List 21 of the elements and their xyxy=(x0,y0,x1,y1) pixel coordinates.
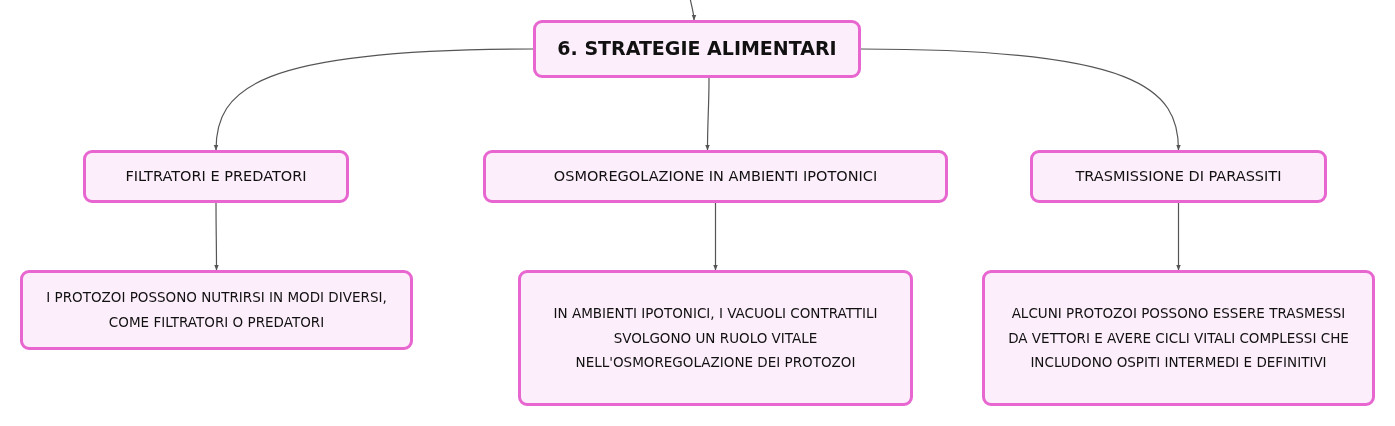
concept-text: FILTRATORI E PREDATORI xyxy=(125,167,307,187)
connector-arrow xyxy=(213,48,534,151)
topic-box xyxy=(533,20,861,78)
concept-box xyxy=(1030,150,1327,203)
concept-text: IN AMBIENTI IPOTONICI, I VACUOLI CONTRATTILI SVOLGONO UN RUOLO VITALE NELL'OSMOREGOLAZIONE DEI PROTOZOI xyxy=(552,303,879,373)
concept-box xyxy=(483,150,948,203)
connector-arrow xyxy=(689,0,697,21)
connector-arrow xyxy=(1176,202,1181,271)
concept-box xyxy=(982,270,1375,406)
connector-arrow xyxy=(860,48,1181,151)
concept-text: ALCUNI PROTOZOI POSSONO ESSERE TRASMESSI DA VETTORI E AVERE CICLI VITALI COMPLESSI CHE INCLUDONO OSPITI INTERMEDI E DEFINITIVI xyxy=(1007,303,1350,373)
concept-text: I PROTOZOI POSSONO NUTRIRSI IN MODI DIVERSI, COME FILTRATORI O PREDATORI xyxy=(45,288,388,332)
connector-arrow xyxy=(214,202,219,271)
connector-arrow xyxy=(705,77,710,151)
concept-box xyxy=(518,270,913,406)
concept-text: TRASMISSIONE DI PARASSITI xyxy=(1075,167,1282,187)
concept-text: OSMOREGOLAZIONE IN AMBIENTI IPOTONICI xyxy=(553,167,878,187)
topic-title: 6. STRATEGIE ALIMENTARI xyxy=(557,36,837,62)
concept-box xyxy=(20,270,413,350)
connector-arrow xyxy=(713,202,718,271)
concept-box xyxy=(83,150,349,203)
